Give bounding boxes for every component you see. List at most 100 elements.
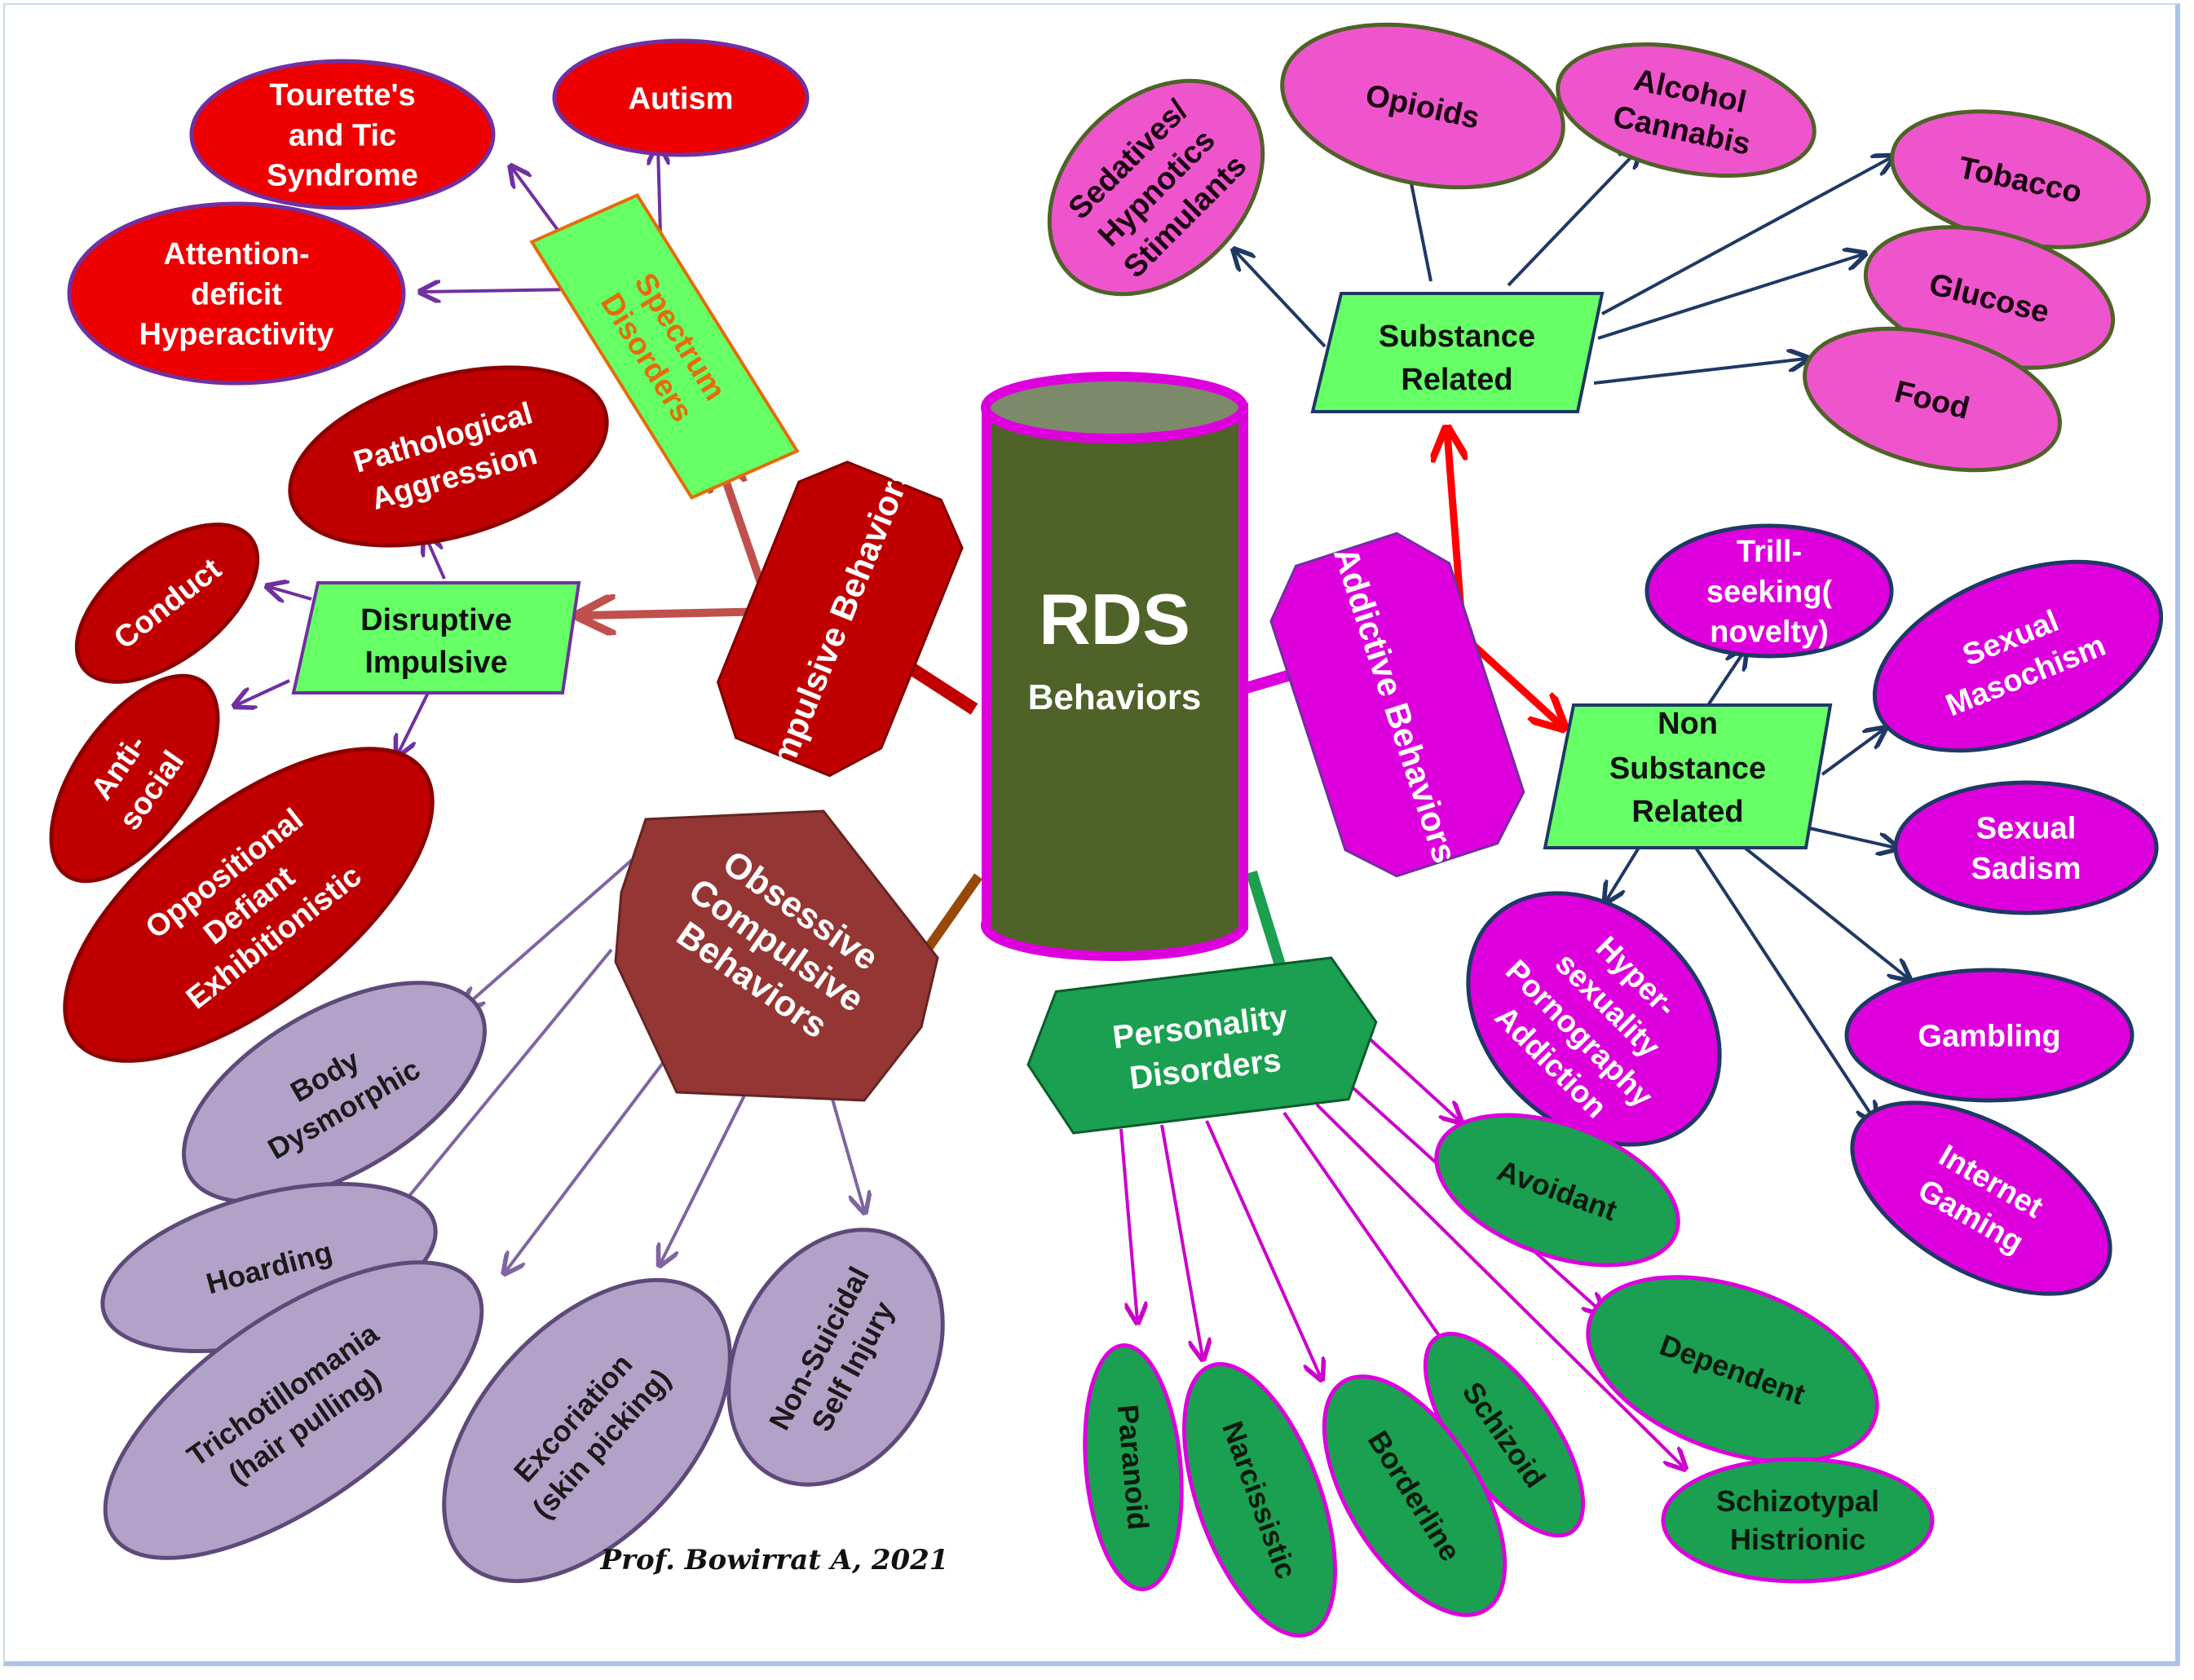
arrow-substance-to-sedatives xyxy=(1235,251,1327,348)
connector-personality-hub xyxy=(1246,870,1290,981)
obsessive-hub: Obsessive Compulsive Behaviors xyxy=(614,809,939,1102)
node-tourette-label-2: and Tic xyxy=(289,118,396,152)
arrow-pd-to-schizotypal xyxy=(1315,1103,1684,1467)
node-nonsuicidal-shape xyxy=(726,1228,945,1487)
node-adhd-label-3: Hyperactivity xyxy=(139,318,334,352)
node-narcissistic-shape xyxy=(1182,1362,1337,1638)
node-sedatives-shape xyxy=(1047,78,1265,297)
arrow-nonsub-to-hyper xyxy=(1606,846,1640,901)
impulsive-hub: Impulsive Behaviors xyxy=(716,458,964,781)
node-conduct: Conduct xyxy=(74,523,260,684)
node-gambling-label-1: Gambling xyxy=(1918,1019,2060,1053)
node-sadism-label-2: Sadism xyxy=(1971,852,2081,886)
node-trill: Trill-seeking( novelty) xyxy=(1644,523,1894,659)
node-paranoid: Paranoid xyxy=(1083,1343,1184,1592)
node-avoidant: Avoidant xyxy=(1434,1113,1680,1268)
arrow-nonsub-to-gambling xyxy=(1743,846,1908,978)
node-body-shape xyxy=(182,981,487,1204)
arrow-substance-to-tobacco xyxy=(1601,157,1892,315)
node-gambling: Gambling xyxy=(1844,968,2134,1103)
node-adhd-label-1: Attention- xyxy=(163,237,309,271)
node-gambling-shape xyxy=(1844,968,2134,1103)
arrow-pd-to-schizoid xyxy=(1282,1111,1451,1353)
node-trill-label-3: novelty) xyxy=(1710,615,1829,650)
node-dependent: Dependent xyxy=(1586,1275,1879,1464)
substance-line-2: Related xyxy=(1401,363,1512,397)
node-autism-shape xyxy=(552,38,810,157)
node-tourette-label-1: Tourette's xyxy=(269,78,415,112)
arrow-nonsub-to-sadism xyxy=(1805,826,1896,848)
node-trill-label-1: Trill- xyxy=(1737,535,1802,569)
center-title: RDS xyxy=(1039,579,1190,659)
node-sadism-label-1: Sexual xyxy=(1976,812,2077,846)
substance-related-box: Substance Related xyxy=(1310,292,1605,413)
arrow-pd-to-avoidant xyxy=(1364,1034,1459,1121)
arrow-nonsub-to-trill xyxy=(1706,650,1745,707)
disruptive-line-1: Disruptive xyxy=(360,603,512,637)
rds-cylinder: RDS Behaviors xyxy=(981,372,1248,961)
node-borderline-shape xyxy=(1322,1374,1508,1617)
node-trill-label-2: seeking( xyxy=(1706,575,1833,609)
nonsub-line-3: Related xyxy=(1631,795,1743,829)
arrow-substance-to-glucose xyxy=(1597,254,1863,340)
node-food: Food xyxy=(1803,326,2062,473)
node-adhd-label-2: deficit xyxy=(191,277,282,311)
node-tourette-label-3: Syndrome xyxy=(267,159,418,193)
node-schizotypal-shape xyxy=(1661,1457,1935,1584)
node-dependent-shape xyxy=(1586,1275,1879,1464)
connector-obsessive-hub xyxy=(917,873,982,961)
node-internet-shape xyxy=(1850,1100,2112,1296)
arrow-substance-to-food xyxy=(1593,359,1806,385)
node-excoriation: Excoriation(skin picking) xyxy=(442,1277,732,1584)
arrow-disruptive-to-antisocial xyxy=(236,679,290,705)
arrow-nonsub-to-masochism xyxy=(1821,730,1883,776)
node-sadism-shape xyxy=(1893,780,2159,915)
non-substance-related-box: Non Substance Related xyxy=(1543,703,1833,849)
disruptive-line-2: Impulsive xyxy=(364,646,507,680)
arrow-spectrum-to-adhd xyxy=(422,289,576,292)
node-autism: Autism xyxy=(552,38,810,157)
node-antisocial-shape xyxy=(49,673,220,884)
arrow-ocd-to-tricho xyxy=(505,1021,695,1272)
node-tobacco: Tobacco xyxy=(1890,109,2151,249)
nonsub-line-2: Substance xyxy=(1609,752,1766,786)
arrow-addictive-to-nonsubstance xyxy=(1464,637,1561,725)
arrow-nonsub-to-internet xyxy=(1694,846,1875,1121)
node-narcissistic: Narcissistic xyxy=(1182,1362,1337,1638)
disruptive-impulsive-box: Disruptive Impulsive xyxy=(291,581,581,694)
addictive-hub: Addictive Behaviors xyxy=(1269,531,1525,878)
node-opioids: Opioids xyxy=(1280,22,1565,190)
arrow-pd-to-paranoid xyxy=(1119,1128,1137,1321)
node-masochism-shape xyxy=(1872,559,2164,753)
arrow-ocd-to-body xyxy=(465,858,633,1007)
nonsub-line-1: Non xyxy=(1658,707,1718,741)
node-pathological-shape xyxy=(288,365,609,548)
node-autism-label-1: Autism xyxy=(629,82,734,116)
substance-line-1: Substance xyxy=(1379,320,1535,354)
node-trill-shape xyxy=(1644,523,1894,659)
node-tricho: Trichotillomania(hair pulling) xyxy=(103,1260,484,1560)
node-opioids-shape xyxy=(1280,22,1565,190)
arrow-pd-to-borderline xyxy=(1205,1120,1321,1378)
node-paranoid-shape xyxy=(1083,1343,1184,1592)
node-oppositional-shape xyxy=(63,747,435,1063)
node-alcohol-shape xyxy=(1556,42,1817,179)
arrow-ocd-to-hoarding xyxy=(387,948,613,1223)
arrow-ocd-to-nonsuicidal xyxy=(830,1096,864,1210)
node-food-shape xyxy=(1803,326,2062,473)
